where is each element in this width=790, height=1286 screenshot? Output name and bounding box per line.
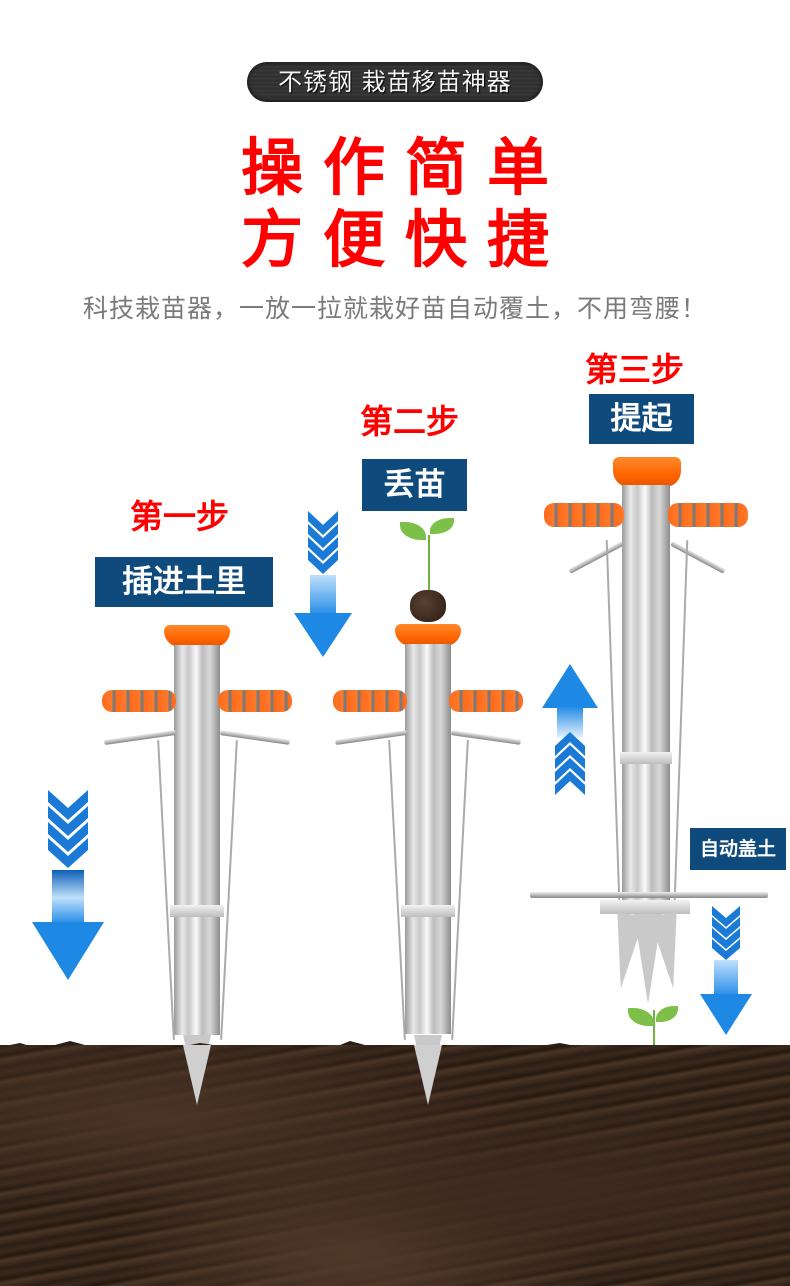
lever-rod — [219, 730, 291, 745]
seedling-leaf — [400, 522, 426, 540]
seedling-leaf — [656, 1006, 678, 1022]
funnel-cup — [395, 624, 461, 646]
subtitle: 科技栽苗器，一放一拉就栽好苗自动覆土，不用弯腰！ — [82, 294, 707, 323]
seedling-leaf — [430, 518, 454, 534]
steel-tube — [622, 485, 670, 905]
lever-rod — [104, 730, 176, 745]
left-handle — [544, 503, 624, 527]
step-2-action: 丢苗 — [362, 459, 467, 511]
soil-ground — [0, 1045, 790, 1286]
headline-line-2: 方便快捷 — [240, 203, 569, 276]
lever-rod — [670, 541, 726, 574]
left-handle — [102, 690, 176, 712]
arrow-down-icon — [700, 906, 752, 1035]
right-handle — [449, 690, 523, 712]
lever-rod — [450, 730, 522, 745]
lever-rod — [568, 541, 624, 574]
step-2-label: 第二步 — [360, 402, 459, 441]
right-handle — [218, 690, 292, 712]
arrow-down-icon — [294, 511, 352, 657]
auto-cover-label: 自动盖土 — [690, 828, 786, 870]
soil-ball — [410, 590, 446, 622]
arrow-up-icon — [542, 664, 598, 795]
funnel-cup — [164, 625, 230, 647]
steel-tube — [174, 645, 220, 1035]
funnel-cup — [613, 457, 681, 487]
product-banner: 不锈钢 栽苗移苗神器 — [247, 62, 543, 102]
step-1-label: 第一步 — [130, 497, 229, 536]
headline-line-1: 操作简单 — [240, 131, 569, 204]
step-3-action: 提起 — [589, 394, 694, 444]
right-handle — [668, 503, 748, 527]
left-handle — [333, 690, 407, 712]
seedling-leaf — [628, 1008, 654, 1026]
lever-rod — [335, 730, 407, 745]
arrow-down-icon — [32, 790, 104, 980]
open-jaw — [634, 914, 662, 1004]
spike-tip-in-soil — [414, 1045, 442, 1105]
step-3-label: 第三步 — [585, 350, 684, 389]
step-1-action: 插进土里 — [95, 557, 273, 607]
spike-tip-in-soil — [183, 1045, 211, 1105]
foot-bar — [530, 892, 768, 898]
steel-tube — [405, 644, 451, 1034]
